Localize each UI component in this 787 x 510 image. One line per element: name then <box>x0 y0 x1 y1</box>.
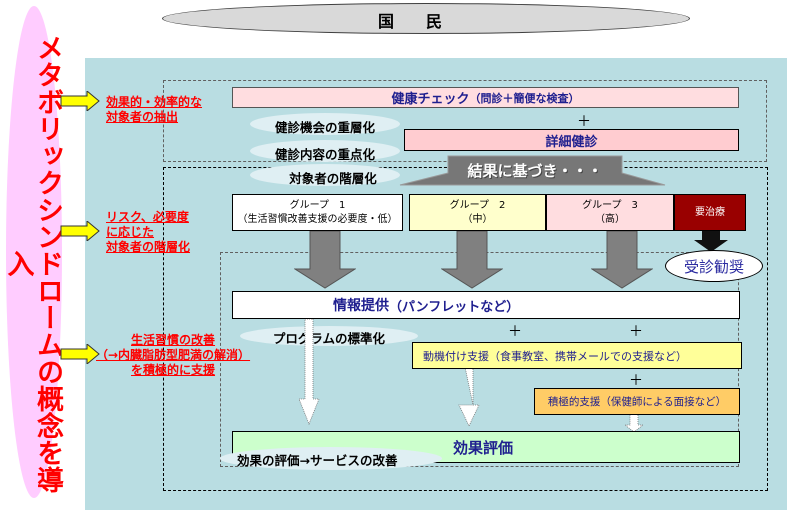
arrow-down-icon <box>441 231 503 289</box>
note-stratification[interactable]: リスク、必要度 に応じた 対象者の階層化 <box>106 210 190 255</box>
group-name: 要治療 <box>695 206 725 218</box>
nation-label: 国民 <box>377 12 474 31</box>
note-line: 効果的・効率的な <box>106 95 203 109</box>
results-banner-label: 結果に基づき・・・ <box>467 162 603 180</box>
evaluation-title: 効果評価 <box>453 438 514 457</box>
note-extraction[interactable]: 効果的・効率的な 対象者の抽出 <box>106 95 202 125</box>
detailed-checkup-box: 詳細健診 <box>404 129 739 151</box>
treatment-required-box: 要治療 <box>674 194 746 231</box>
referral-label: 受診勧奨 <box>683 258 744 276</box>
referral-oval <box>665 250 763 282</box>
oval-label: 健診機会の重層化 <box>274 120 375 135</box>
note-line: に応じた <box>106 225 155 239</box>
group-level: （中） <box>462 213 493 225</box>
oval-label: 効果の評価→サービスの改善 <box>237 453 398 468</box>
arrow-down-icon <box>591 231 653 289</box>
concept-label: メタボリックシンドロームの概念を導入 <box>2 33 64 493</box>
oval-label: 対象者の階層化 <box>289 171 377 186</box>
group-name: グループ 2 <box>449 199 506 211</box>
note-line: （→内臓脂肪型肥満の解消） <box>96 348 251 362</box>
plus-sign: ＋ <box>508 324 522 340</box>
note-line: リスク、必要度 <box>106 210 189 224</box>
motivation-support-box: 動機付け支援（食事教室、携帯メールでの支援など） <box>412 342 742 369</box>
plus-sign: ＋ <box>629 373 643 389</box>
oval-background <box>250 113 400 135</box>
arrow-down-icon <box>294 231 356 289</box>
nation-ellipse <box>162 3 690 34</box>
arrow-right-icon <box>60 344 100 364</box>
active-support-box: 積極的支援（保健師による面接など） <box>534 388 740 415</box>
plus-sign: ＋ <box>629 324 643 340</box>
group-name: グループ 3 <box>582 199 638 211</box>
motivation-support-label: 動機付け支援（食事教室、携帯メールでの支援など） <box>423 349 687 363</box>
detailed-checkup-label: 詳細健診 <box>545 134 598 150</box>
oval-background <box>250 164 400 186</box>
note-line: 対象者の抽出 <box>106 110 179 124</box>
active-support-label: 積極的支援（保健師による面接など） <box>547 396 727 408</box>
group-1-box: グループ 1 （生活習慣改善支援の必要度・低） <box>232 194 403 231</box>
group-2-box: グループ 2 （中） <box>409 194 546 231</box>
arrow-down-icon <box>694 231 728 252</box>
results-banner-shape <box>399 155 666 186</box>
oval-background <box>250 140 400 162</box>
group-name: グループ 1 <box>289 199 346 211</box>
oval-background <box>240 326 418 346</box>
arrow-down-icon <box>458 367 480 427</box>
oval-label: プログラムの標準化 <box>272 331 386 346</box>
info-provision-detail: （パンフレットなど） <box>389 299 520 315</box>
plus-sign: ＋ <box>577 114 591 130</box>
oval-label: 健診内容の重点化 <box>274 147 375 162</box>
note-line: を積極的に支援 <box>131 363 216 377</box>
health-check-title: 健康チェック <box>391 92 470 107</box>
arrow-right-icon <box>60 91 100 111</box>
note-lifestyle[interactable]: 生活習慣の改善 （→内臓脂肪型肥満の解消） を積極的に支援 <box>96 333 250 378</box>
note-line: 対象者の階層化 <box>106 240 191 254</box>
group-level: （生活習慣改善支援の必要度・低） <box>237 213 398 225</box>
group-level: （高） <box>595 213 625 225</box>
concept-ellipse <box>6 6 62 498</box>
arrow-down-icon <box>624 413 644 433</box>
note-line: 生活習慣の改善 <box>131 333 216 347</box>
info-provision-title: 情報提供 <box>333 298 389 314</box>
arrow-right-icon <box>60 221 100 241</box>
oval-background <box>220 447 442 470</box>
health-check-detail: （問診＋簡便な検査） <box>469 91 580 105</box>
group-3-box: グループ 3 （高） <box>546 194 674 231</box>
arrow-down-icon <box>298 319 320 425</box>
health-check-box: 健康チェック （問診＋簡便な検査） <box>232 87 739 108</box>
info-provision-box: 情報提供 （パンフレットなど） <box>232 291 740 319</box>
